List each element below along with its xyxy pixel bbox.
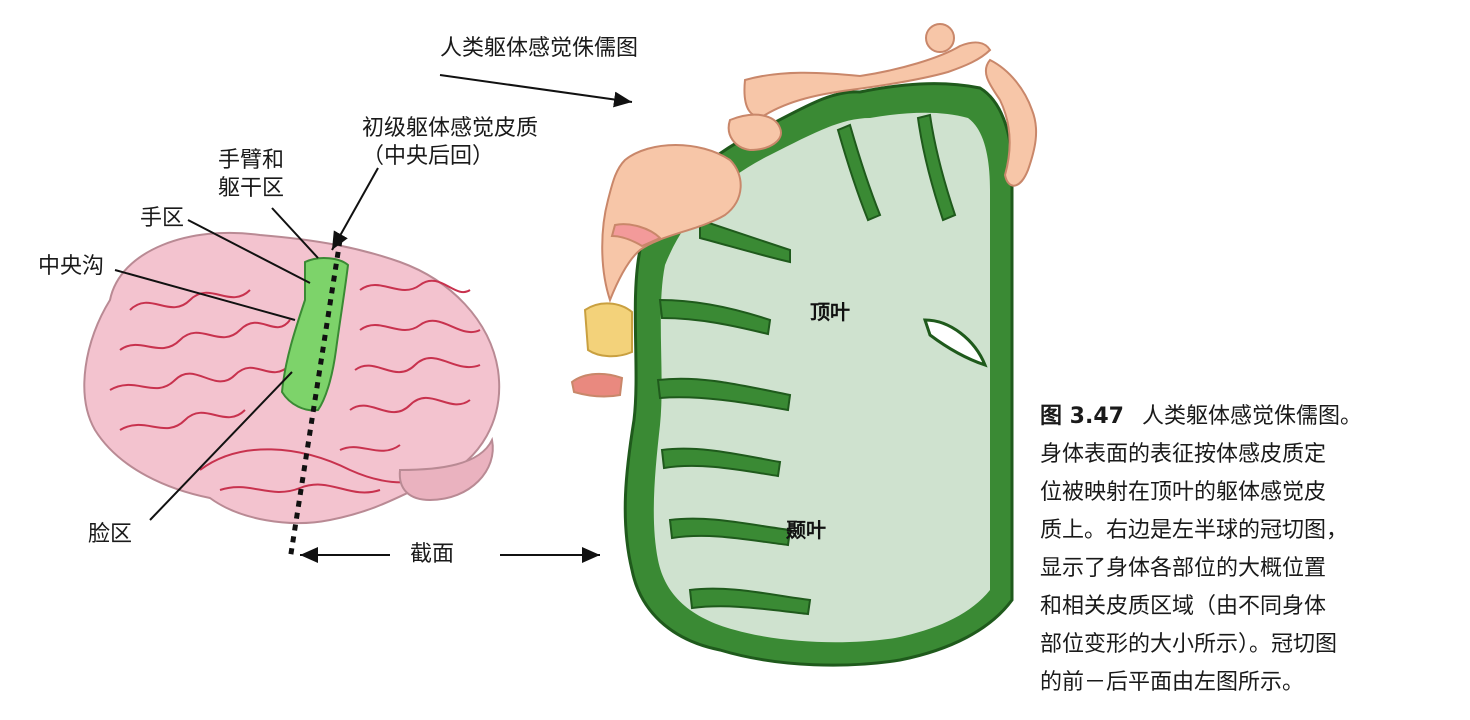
caption-line-6: 和相关皮质区域（由不同身体 xyxy=(1040,594,1327,619)
temporal-lobe-label: 颞叶 xyxy=(786,518,826,542)
lips-part xyxy=(610,223,662,248)
section-line xyxy=(287,239,343,561)
arm-trunk-label-line2: 躯干区 xyxy=(218,176,285,201)
leg-part xyxy=(984,58,1038,187)
figure-caption: 图 3.47 人类躯体感觉侏儒图。 身体表面的表征按体感皮质定 位被映射在顶叶的躯… xyxy=(1040,398,1450,702)
caption-line-1: 图 3.47 人类躯体感觉侏儒图。 xyxy=(1040,398,1450,436)
section-plane-label: 截面 xyxy=(410,542,455,567)
figure-number: 图 3.47 xyxy=(1040,404,1124,429)
caption-line-8: 的前－后平面由左图所示。 xyxy=(1040,670,1305,695)
head-part xyxy=(925,23,955,53)
lateral-brain-illustration xyxy=(83,231,501,561)
primary-cortex-sublabel: （中央后回） xyxy=(362,144,495,169)
caption-line-7: 部位变形的大小所示）。冠切图 xyxy=(1040,632,1338,657)
arm-trunk-label-line1: 手臂和 xyxy=(218,148,285,173)
caption-line-2: 身体表面的表征按体感皮质定 xyxy=(1040,442,1327,467)
coronal-section-illustration xyxy=(623,82,1014,667)
central-sulcus-label: 中央沟 xyxy=(38,254,105,279)
face-part xyxy=(601,144,742,303)
diagram-title: 人类躯体感觉侏儒图 xyxy=(440,36,639,61)
arm-part xyxy=(743,41,992,118)
caption-line-3: 位被映射在顶叶的躯体感觉皮 xyxy=(1040,480,1327,505)
teeth-part xyxy=(583,302,633,358)
primary-cortex-label: 初级躯体感觉皮质 xyxy=(362,116,539,141)
caption-line-4: 质上。右边是左半球的冠切图， xyxy=(1040,518,1349,543)
postcentral-gyrus-highlight xyxy=(280,257,350,412)
parietal-lobe-label: 顶叶 xyxy=(810,300,850,324)
tongue-part xyxy=(570,372,624,398)
homunculus-figure xyxy=(570,23,1038,398)
caption-line-5: 显示了身体各部位的大概位置 xyxy=(1040,556,1327,581)
leader-lines xyxy=(114,74,633,563)
hand-area-label: 手区 xyxy=(140,206,185,231)
caption-text-1: 人类躯体感觉侏儒图。 xyxy=(1141,404,1362,429)
face-area-label: 脸区 xyxy=(88,522,133,547)
hand-part xyxy=(727,113,782,152)
